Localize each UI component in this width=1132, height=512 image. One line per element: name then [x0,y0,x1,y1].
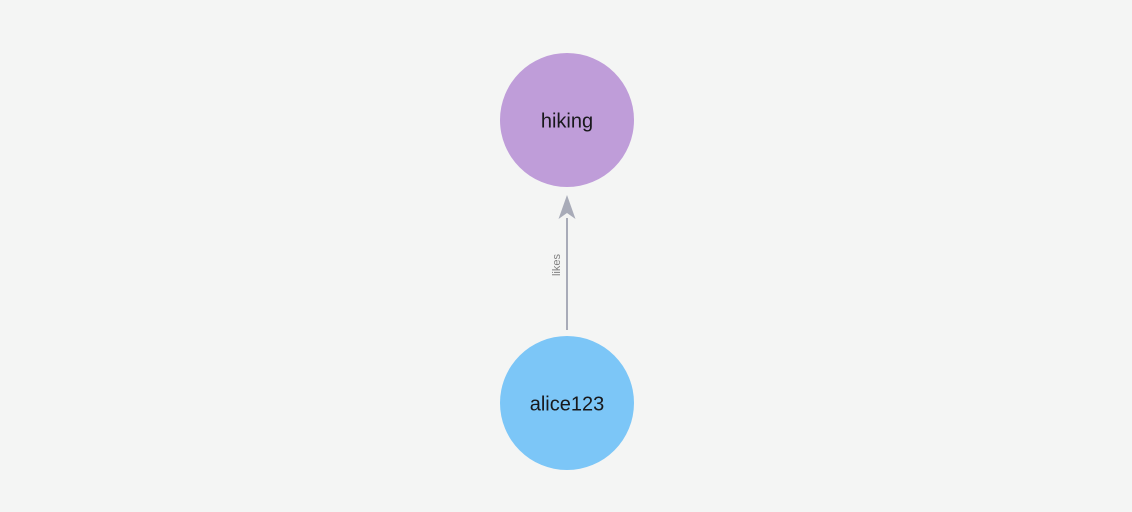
node-label: hiking [541,110,593,132]
graph-node-hiking[interactable]: hiking [500,53,634,187]
node-label: alice123 [530,393,605,415]
graph-node-alice123[interactable]: alice123 [500,336,634,470]
edge-arrowhead-icon [558,195,576,219]
node-circle [500,336,634,470]
edge-label: likes [551,254,563,277]
edge-alice123-likes-hiking[interactable]: likes [551,195,576,330]
node-circle [500,53,634,187]
